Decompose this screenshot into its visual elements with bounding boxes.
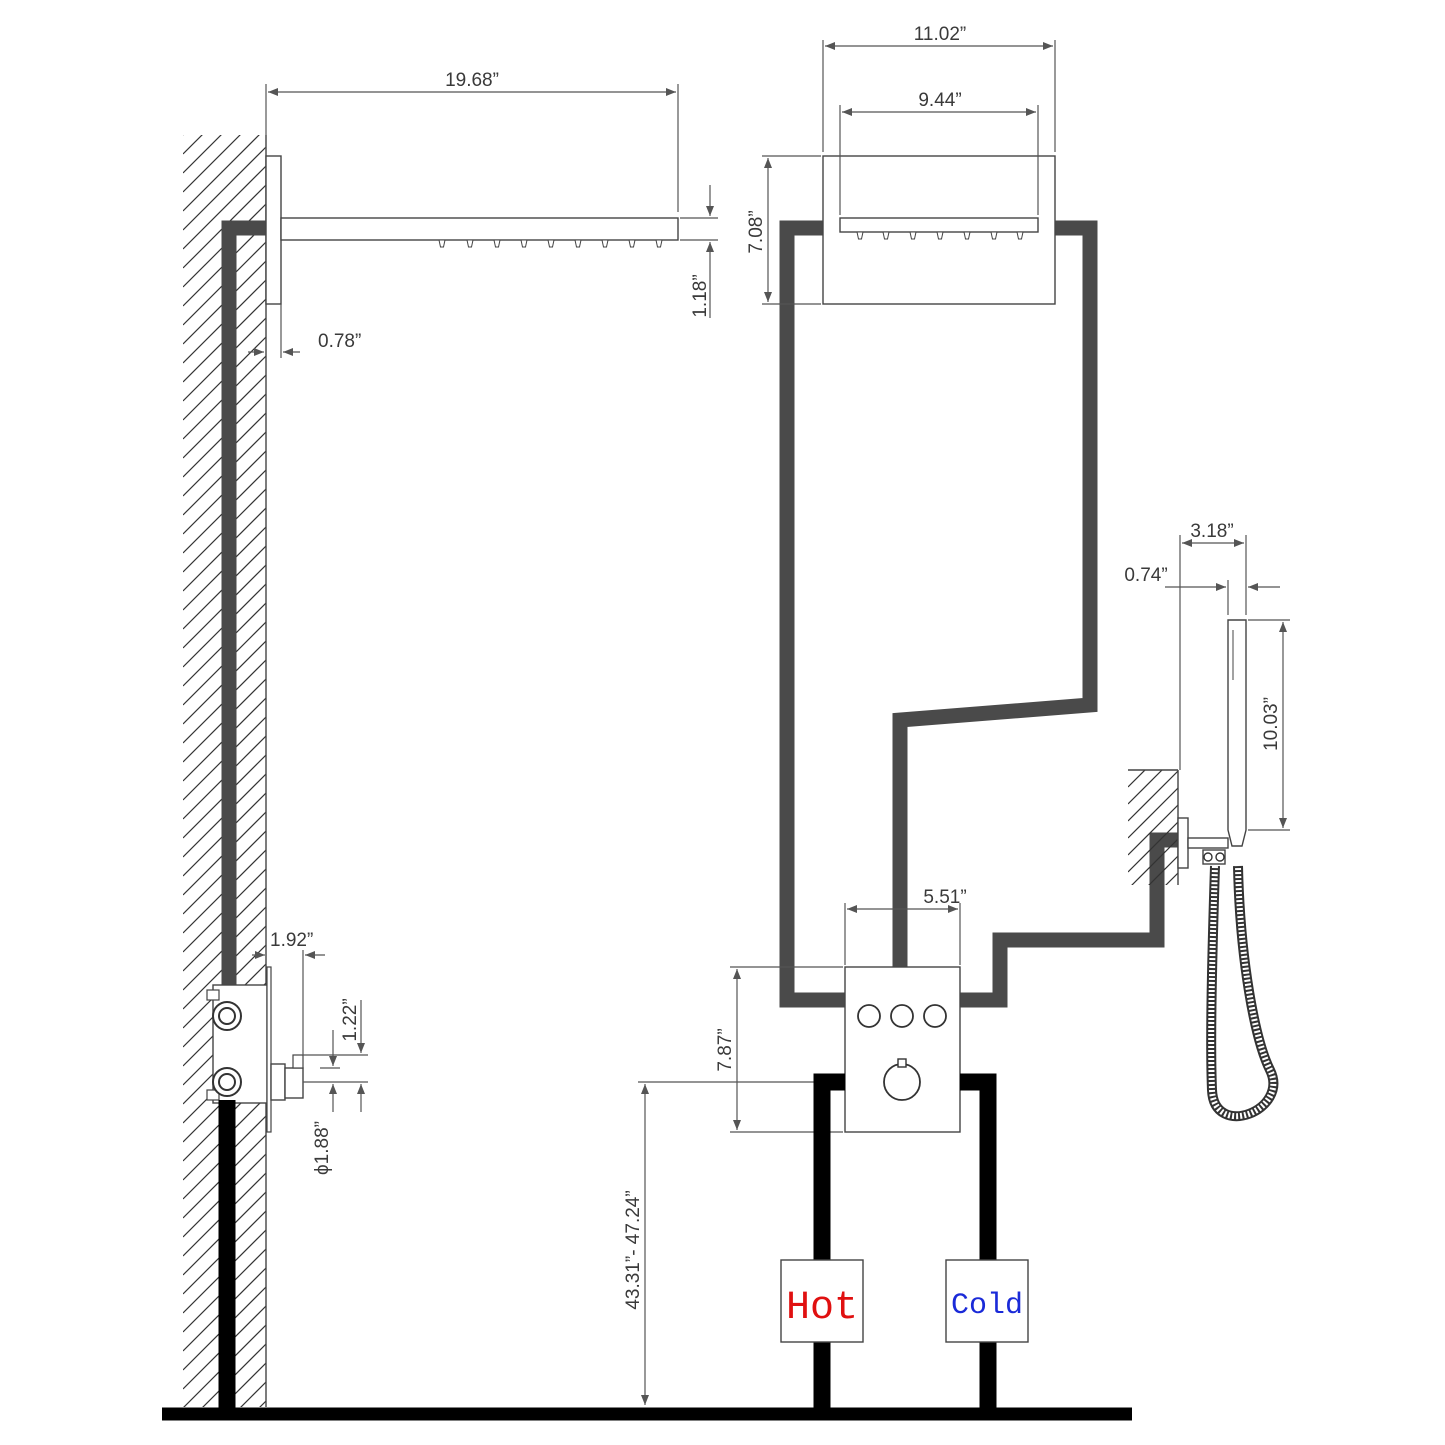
nozzle [493,239,501,248]
dim-handheld-width: 3.18” [1190,521,1233,542]
nozzle [601,239,609,248]
nozzle [520,239,528,248]
dim-plate-width: 5.51” [923,887,966,908]
dim-outlet-offset: 1.22” [340,998,361,1041]
hatch-line [183,135,184,136]
dim-handheld-length: 10.03” [1261,697,1282,751]
dim-arm-thickness: 1.18” [690,274,711,317]
valve-body-side [206,966,304,1133]
nozzle [574,239,582,248]
nozzle [628,239,636,248]
hatch-line [1128,770,1146,788]
hatch-line [1128,770,1163,805]
cold-label: Cold [951,1289,1023,1323]
shower-arm-supply-pipe [221,220,266,985]
dim-head-height: 7.08” [746,210,767,253]
hatch-line [1148,855,1178,885]
nozzle [438,239,446,248]
hatch-line [1165,872,1178,885]
diverter-button-3[interactable] [923,1004,947,1028]
hot-label: Hot [786,1286,858,1331]
dim-handheld-offset: 0.74” [1124,565,1167,586]
wall-flange [265,155,282,305]
dim-head-inner-width: 9.44” [918,90,961,111]
hatch-line [183,135,241,193]
dim-head-outer-width: 11.02” [914,24,966,45]
handheld-holder [1177,817,1229,869]
valve-trim-plate [844,966,961,1133]
hatch-line [1128,787,1178,839]
hatch-line [1128,804,1178,856]
dim-valve-height-range: 43.31”- 47.24” [623,1190,644,1309]
diverter-button-2[interactable] [890,1004,914,1028]
hatch-line [240,1381,266,1407]
hatch-line [183,135,203,155]
nozzle [963,231,971,240]
cold-label-box [945,1259,1029,1343]
temperature-knob[interactable] [883,1058,921,1101]
shower-head-plate [839,217,1039,233]
hatch-line [1128,770,1178,822]
hot-label-box [780,1259,864,1343]
pipe-to-shower-head-right [892,220,1098,968]
dim-valve-depth: 1.92” [270,930,313,951]
nozzle [547,239,555,248]
dim-flange-depth: 0.78” [318,331,361,352]
hatch-line [1128,770,1129,771]
nozzle [466,239,474,248]
pipe-to-shower-head-left [779,220,845,1008]
hatch-line [183,135,222,174]
handheld-shower-wand[interactable] [1227,619,1247,847]
hatch-line [1128,821,1178,873]
handheld-wall-hatching [1128,770,1178,885]
nozzle [856,231,864,240]
dim-plate-height: 7.87” [715,1028,736,1071]
hatch-line [183,165,266,250]
cold-supply-pipe [960,1073,997,1412]
dim-outlet-diameter: ϕ1.88” [312,1121,333,1175]
hatch-line [183,146,266,231]
nozzle [909,231,917,240]
pipe-to-handheld [960,832,1180,1008]
hatch-line [183,135,260,212]
nozzle [990,231,998,240]
shower-hose [1206,865,1279,1122]
nozzle [936,231,944,240]
nozzle [1016,231,1024,240]
dim-arm-length: 19.68” [445,70,499,91]
head-nozzles [856,231,1024,240]
shower-arm [280,217,679,241]
hatch-line [1131,838,1178,885]
arm-nozzles [438,239,663,248]
diverter-button-1[interactable] [857,1004,881,1028]
nozzle [655,239,663,248]
nozzle [882,231,890,240]
